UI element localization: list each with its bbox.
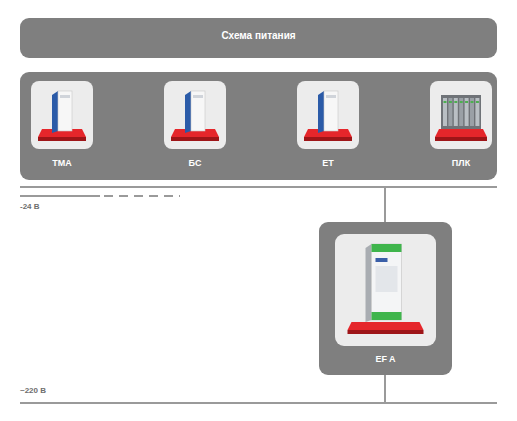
device-panel-box: EF A <box>319 222 452 375</box>
device-label: EF A <box>319 354 452 364</box>
voltage-label: -24 В <box>20 202 40 211</box>
device-card: БС <box>160 81 230 171</box>
device-card: ТМА <box>27 81 97 171</box>
feed-line <box>384 375 386 403</box>
bus-line <box>20 402 497 404</box>
diagram-title: Схема питания <box>20 30 497 41</box>
dashed-line <box>104 195 180 197</box>
plc-icon <box>430 81 492 149</box>
feed-line <box>384 187 386 222</box>
server-icon <box>31 81 93 149</box>
device-label: ПЛК <box>426 158 496 168</box>
device-label: БС <box>160 158 230 168</box>
device-label: ТМА <box>27 158 97 168</box>
device-card: ЕТ <box>293 81 363 171</box>
device-card: ПЛК <box>426 81 496 171</box>
bus-line <box>20 195 100 197</box>
server-icon <box>297 81 359 149</box>
bus-line <box>20 186 497 188</box>
device-label: ЕТ <box>293 158 363 168</box>
voltage-label: ~220 В <box>20 386 46 395</box>
server-icon <box>164 81 226 149</box>
module-icon <box>323 222 448 375</box>
